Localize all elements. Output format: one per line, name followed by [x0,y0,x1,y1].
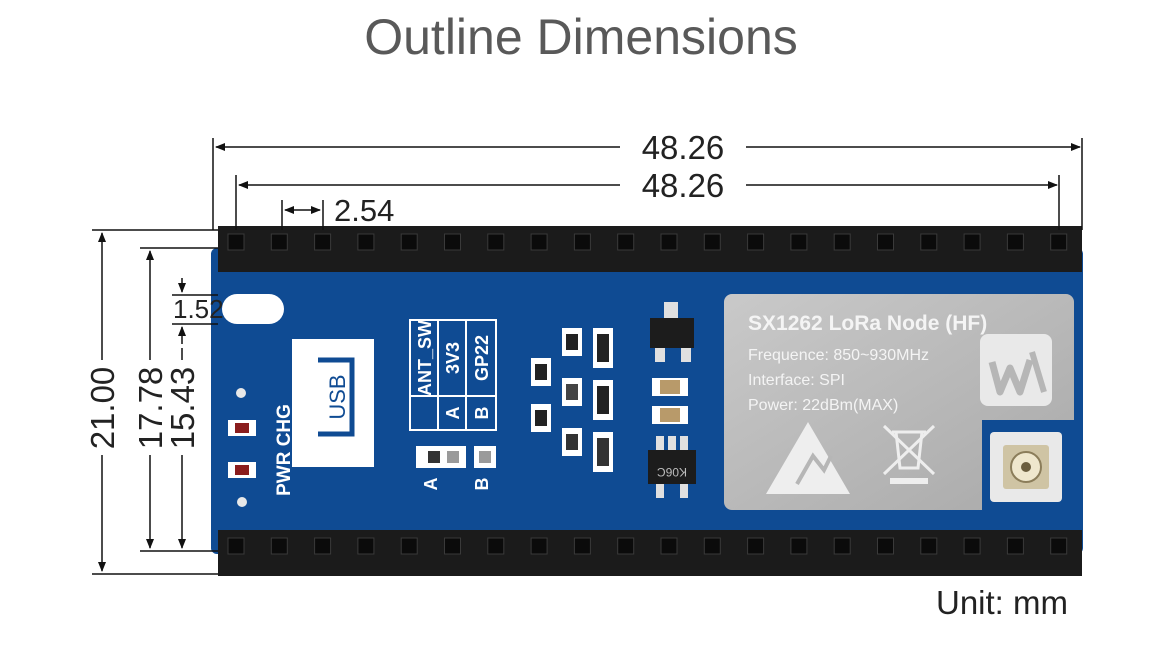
header-pin [790,537,808,555]
header-pin [400,537,418,555]
header-pin [747,537,765,555]
led-pwr-lens [235,423,249,433]
header-pin [270,537,288,555]
col-3v3: 3V3 [443,342,463,374]
header-pin [833,537,851,555]
header-pin [270,233,288,251]
header-pin [400,233,418,251]
dim-board-height: 21.00 [84,367,121,450]
header-pin [963,537,981,555]
header-pin [747,233,765,251]
module-power: Power: 22dBm(MAX) [748,397,898,414]
header-pin [703,537,721,555]
header-pin [963,233,981,251]
header-pins-bottom [227,537,1068,555]
header-pin [1050,233,1068,251]
usb-connector-outline [318,357,355,437]
dim-row-spacing: 17.78 [132,367,169,450]
header-pin [530,537,548,555]
jumper-pad-hole [428,451,440,463]
header-pin [877,537,894,555]
header-pin [444,537,461,555]
header-pin [833,233,851,251]
header-pin [920,233,938,251]
dim-overall-width: 48.26 [642,129,725,166]
via [237,497,247,507]
header-pins-top [227,233,1068,251]
antenna-connector-pin [1021,462,1031,472]
transistor-component [650,302,694,362]
header-pin [573,233,591,251]
header-pin [790,233,808,251]
col-gp22: GP22 [472,335,492,381]
esd-warning-icon [766,422,850,494]
header-pin [487,537,505,555]
header-pin [444,233,461,251]
led-label: PWR CHG [274,404,295,496]
row-b: B [472,407,492,420]
header-pin [227,537,245,555]
header-pin [573,537,591,555]
header-pin [227,233,245,251]
led-chg-lens [235,465,249,475]
regulator-ic [648,436,696,498]
ant-sw-label: ANT_SW [415,320,435,396]
dim-pin-span: 48.26 [642,167,725,204]
module-interface: Interface: SPI [748,372,845,389]
page-title: Outline Dimensions [364,9,798,65]
header-pin [314,233,332,251]
header-pin [530,233,548,251]
pad-b-label: B [472,478,492,491]
dim-pin-pitch: 2.54 [334,193,394,228]
row-a: A [443,407,463,420]
header-pin [877,233,894,251]
mounting-slot [222,294,284,324]
pad-a-label: A [421,478,441,491]
header-pin [357,537,375,555]
header-pin [617,233,635,251]
jumper-pad-hole [447,451,459,463]
ant-sw-table [409,319,497,431]
module-name: SX1262 LoRa Node (HF) [748,312,987,335]
header-top [218,226,1082,272]
header-pin [1050,537,1068,555]
dim-inner-height: 15.43 [164,367,201,450]
header-pin [660,537,678,555]
header-pin [920,537,938,555]
header-pin [1006,537,1024,555]
waveshare-logo-icon [980,334,1052,406]
header-pin [617,537,635,555]
usb-label: USB [325,374,350,419]
header-pin [703,233,721,251]
header-pin [314,537,332,555]
via [236,388,246,398]
header-pin [1006,233,1024,251]
weee-bin-icon [882,424,936,484]
header-pin [487,233,505,251]
dim-hole-offset: 1.52 [173,294,224,324]
jumper-pad-hole [479,451,491,463]
unit-label: Unit: mm [936,584,1068,621]
ic-marking: K06C [657,465,687,479]
module-frequence: Frequence: 850~930MHz [748,347,929,364]
passive-components [531,328,688,472]
dimension-lines [92,138,1083,575]
header-bottom [218,530,1082,576]
header-pin [357,233,375,251]
header-pin [660,233,678,251]
